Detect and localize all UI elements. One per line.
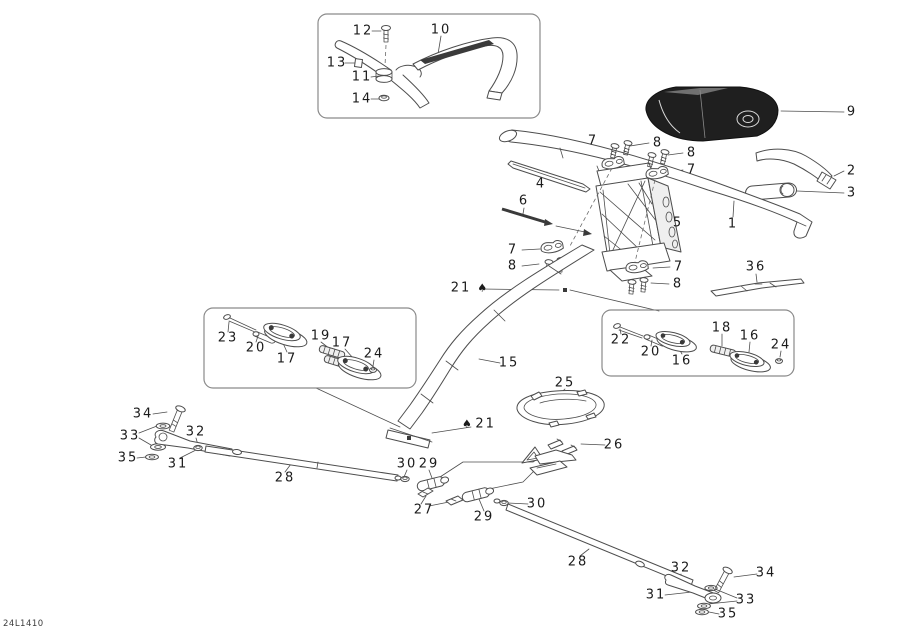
part-32-nut-left [193, 444, 203, 452]
part-31-arm-right [665, 574, 721, 603]
part-6-pin [502, 209, 592, 236]
handlebar-stub [335, 41, 429, 108]
screw-alignment-lines [570, 168, 655, 262]
part-15-column [386, 245, 594, 448]
part-3-grip [745, 183, 796, 200]
part-10-handle [413, 38, 517, 100]
part-4-rod [508, 161, 590, 192]
part-33-washer-left-a [155, 422, 171, 430]
part-30-nut-a [400, 475, 410, 483]
part-16-plate-b [727, 348, 774, 376]
part-24-nut-left [370, 368, 377, 373]
tie-rod-left [205, 446, 509, 507]
part-2-grip-end [756, 149, 836, 189]
part-27-clamp-halves [418, 488, 463, 505]
part-22-bolt [613, 323, 643, 338]
part-9-pad [646, 87, 778, 141]
part-23-bolt [223, 314, 256, 332]
part-35-washer-left [145, 453, 159, 461]
part-16-plate-a [653, 328, 700, 356]
part-13-clip [354, 59, 362, 68]
part-12-screw [382, 26, 391, 43]
part-25-plate [517, 390, 604, 427]
part-34-bolt-left [166, 404, 187, 434]
part-35-washer-right [695, 608, 709, 616]
inset-box-right-linkage [602, 310, 794, 376]
part-33-washer-right-b [697, 602, 711, 610]
inset-box-left-linkage [204, 308, 416, 388]
part-36-bracket [711, 279, 804, 296]
part-14-nut [379, 95, 389, 101]
part-30-nut-b [499, 499, 509, 507]
part-29-clamp-a [415, 474, 451, 493]
part-24-nut-right [776, 359, 783, 364]
part-11-clamp [376, 69, 392, 83]
part-1-handlebar [498, 128, 812, 238]
drawing-code: 24L1410 [3, 619, 44, 629]
tie-rod-right [506, 504, 734, 616]
part-17-plate-a [259, 319, 311, 352]
part-26-bracket [522, 439, 577, 475]
part-29-clamp-b [460, 485, 496, 504]
inset-box-handle [318, 14, 540, 118]
